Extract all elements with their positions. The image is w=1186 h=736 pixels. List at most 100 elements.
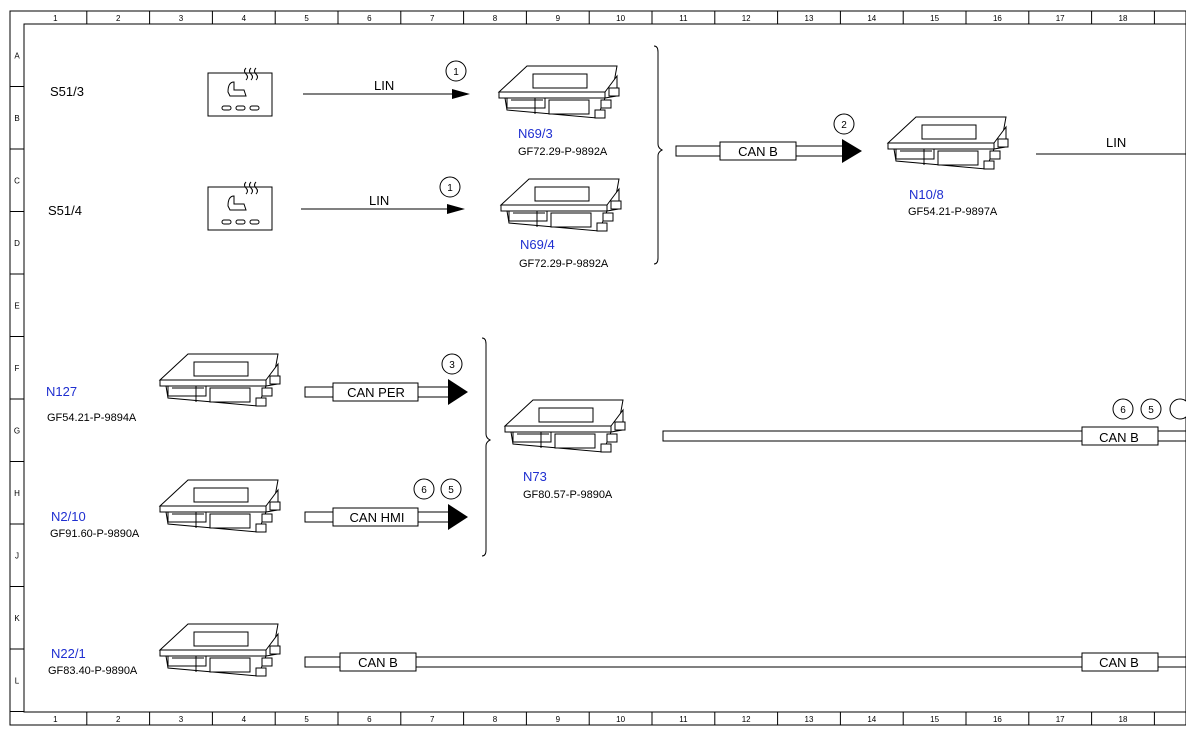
ruler-column-label: 15 — [930, 14, 939, 23]
connector-circle-partial — [1169, 398, 1186, 420]
bus-label-lin: LIN — [374, 78, 394, 93]
ruler-column-label: 11 — [679, 14, 688, 23]
module-name: N22/1 — [51, 646, 86, 661]
ruler-column-label: 16 — [993, 715, 1002, 724]
ruler-row-label: K — [14, 614, 20, 623]
diagram-inner-frame — [23, 23, 1186, 713]
svg-text:3: 3 — [449, 360, 455, 371]
control-unit-icon — [504, 399, 626, 453]
svg-text:1: 1 — [453, 67, 459, 78]
ruler-column-label: 17 — [1056, 14, 1065, 23]
svg-text:6: 6 — [421, 485, 427, 496]
ruler-column-label: 4 — [242, 715, 247, 724]
connector-circle: 6 — [1112, 398, 1134, 420]
svg-text:2: 2 — [841, 120, 847, 131]
ruler-column-label: 18 — [1119, 14, 1128, 23]
ruler-column-label: 16 — [993, 14, 1002, 23]
switch-label: S51/4 — [48, 203, 82, 218]
ruler-column-label: 10 — [616, 14, 625, 23]
bus-label-can-hmi: CAN HMI — [350, 510, 405, 525]
ruler-column-label: 11 — [679, 715, 688, 724]
ruler-row-label: G — [14, 426, 20, 435]
ruler-column-label: 1 — [53, 715, 58, 724]
svg-text:5: 5 — [1148, 405, 1154, 416]
ruler-column-label: 9 — [556, 14, 561, 23]
ruler-column-label: 3 — [179, 715, 184, 724]
module-name: N127 — [46, 384, 77, 399]
bus-label-lin: LIN — [1106, 135, 1126, 150]
ruler-row-label: J — [15, 551, 19, 560]
module-code: GF91.60-P-9890A — [50, 528, 140, 540]
ruler-column-label: 12 — [742, 14, 751, 23]
connector-circle: 1 — [445, 60, 467, 82]
control-unit-icon — [500, 178, 622, 232]
ruler-row-label: E — [14, 301, 19, 310]
bus-label-can-b: CAN B — [358, 655, 398, 670]
module-code: GF83.40-P-9890A — [48, 665, 138, 677]
module-code: GF54.21-P-9894A — [47, 412, 137, 424]
control-unit-icon — [159, 353, 281, 407]
ruler-column-label: 18 — [1119, 715, 1128, 724]
ruler-row-label: L — [15, 676, 20, 685]
module-code: GF72.29-P-9892A — [518, 146, 608, 158]
can-bus-line — [304, 652, 1186, 672]
ruler-column-label: 2 — [116, 14, 121, 23]
connector-circle: 2 — [833, 113, 855, 135]
module-name: N73 — [523, 469, 547, 484]
bus-label-lin: LIN — [369, 193, 389, 208]
ruler-column-label: 10 — [616, 715, 625, 724]
svg-text:5: 5 — [448, 485, 454, 496]
ruler-column-label: 1 — [53, 14, 58, 23]
control-unit-icon — [159, 479, 281, 533]
arrow-head — [447, 204, 465, 214]
connector-circle: 5 — [440, 478, 462, 500]
connector-circle: 5 — [1140, 398, 1162, 420]
ruler-column-label: 7 — [430, 715, 435, 724]
ruler-column-label: 8 — [493, 715, 498, 724]
group-brace — [481, 337, 492, 557]
ruler-column-label: 5 — [304, 715, 309, 724]
control-unit-icon — [887, 116, 1009, 170]
control-unit-icon — [159, 623, 281, 677]
ruler-column-label: 6 — [367, 715, 372, 724]
ruler-column-label: 14 — [867, 14, 876, 23]
svg-text:6: 6 — [1120, 405, 1126, 416]
connector-circle: 6 — [413, 478, 435, 500]
connector-circle: 1 — [439, 176, 461, 198]
module-name: N69/3 — [518, 126, 553, 141]
ruler-row-label: F — [15, 364, 20, 373]
ruler-row-label: A — [14, 51, 20, 60]
seat-heater-switch-icon — [207, 67, 273, 117]
bus-label-can-b: CAN B — [738, 144, 778, 159]
ruler-column-label: 4 — [242, 14, 247, 23]
module-name: N10/8 — [909, 187, 944, 202]
ruler-column-label: 8 — [493, 14, 498, 23]
svg-text:1: 1 — [447, 183, 453, 194]
control-unit-icon — [498, 65, 620, 119]
module-name: N2/10 — [51, 509, 86, 524]
ruler-column-label: 12 — [742, 715, 751, 724]
ruler-column-label: 15 — [930, 715, 939, 724]
diagram-frame — [9, 10, 1186, 726]
group-brace — [653, 45, 664, 265]
module-code: GF72.29-P-9892A — [519, 258, 609, 270]
ruler-column-label: 9 — [556, 715, 561, 724]
can-bus-line — [675, 139, 862, 163]
can-bus-line — [662, 426, 1186, 446]
bus-label-can-b: CAN B — [1099, 430, 1139, 445]
ruler-column-label: 7 — [430, 14, 435, 23]
module-name: N69/4 — [520, 237, 555, 252]
ruler-row-label: B — [14, 114, 19, 123]
switch-label: S51/3 — [50, 84, 84, 99]
module-code: GF80.57-P-9890A — [523, 489, 613, 501]
can-bus-line — [304, 379, 468, 405]
ruler-column-label: 17 — [1056, 715, 1065, 724]
ruler-column-label: 6 — [367, 14, 372, 23]
ruler-column-label: 13 — [805, 715, 814, 724]
module-code: GF54.21-P-9897A — [908, 206, 998, 218]
seat-heater-switch-icon — [207, 181, 273, 231]
ruler-column-label: 2 — [116, 715, 121, 724]
connector-circle: 3 — [441, 353, 463, 375]
